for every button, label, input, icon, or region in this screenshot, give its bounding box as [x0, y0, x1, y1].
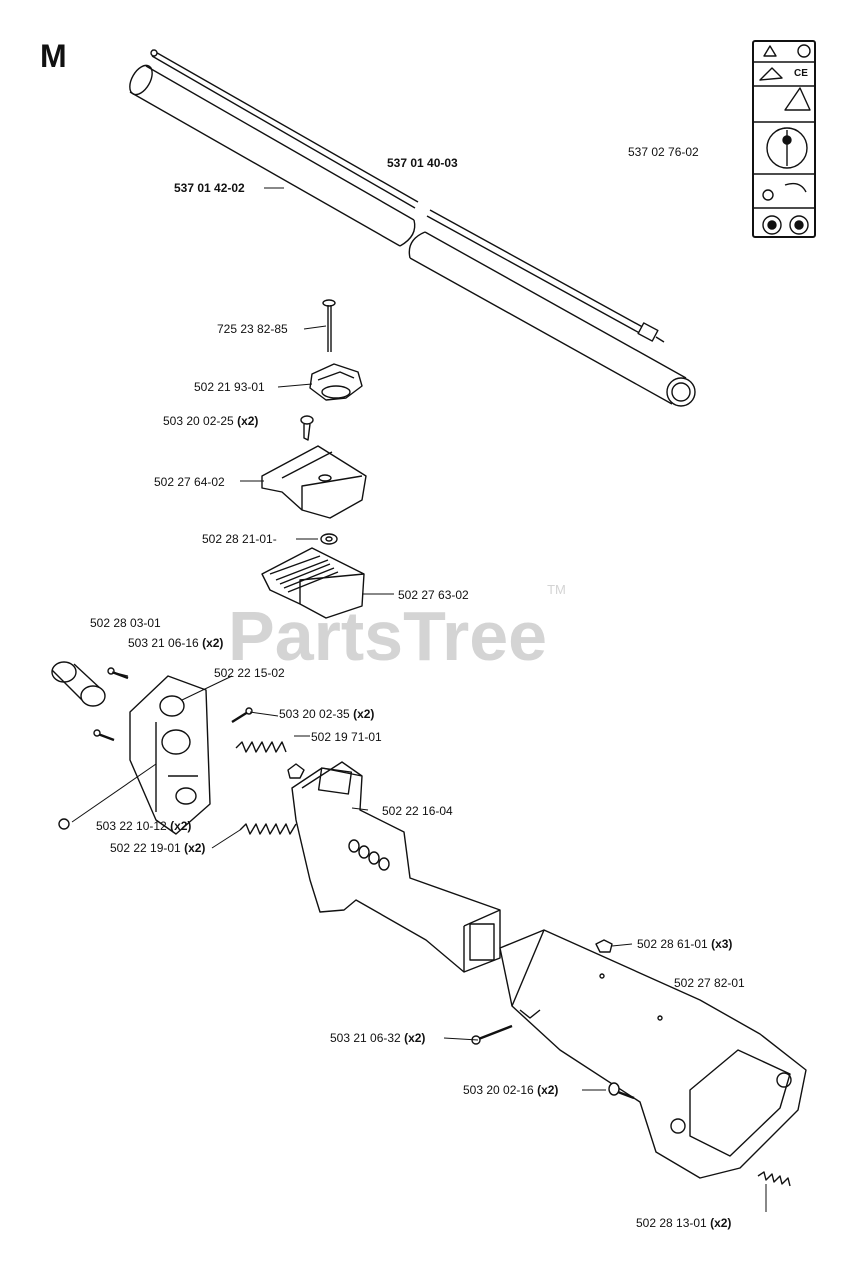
watermark: PartsTreeTM — [228, 582, 566, 676]
shaft-tube-upper — [129, 64, 416, 247]
label-503-21-06-16: 503 21 06-16 (x2) — [128, 636, 224, 650]
label-502-21-93-01: 502 21 93-01 — [194, 380, 265, 394]
label-503-21-06-32: 503 21 06-32 (x2) — [330, 1031, 426, 1045]
label-503-20-02-25: 503 20 02-25 (x2) — [163, 414, 259, 428]
label-502-19-71-01: 502 19 71-01 — [311, 730, 382, 744]
label-502-28-61-01: 502 28 61-01 (x3) — [637, 937, 733, 951]
label-502-22-19-01: 502 22 19-01 (x2) — [110, 841, 206, 855]
label-725-23-82-85: 725 23 82-85 — [217, 322, 288, 336]
clamp-upper — [261, 445, 367, 519]
bracket-screws — [93, 667, 129, 742]
warning-decal — [752, 40, 816, 238]
label-503-20-02-16: 503 20 02-16 (x2) — [463, 1083, 559, 1097]
label-502-28-21-01: 502 28 21-01- — [202, 532, 277, 546]
springs — [235, 741, 297, 835]
label-502-27-64-02: 502 27 64-02 — [154, 475, 225, 489]
label-502-28-13-01: 502 28 13-01 (x2) — [636, 1216, 732, 1230]
ce-mark: CE — [794, 68, 808, 79]
pin — [322, 299, 336, 352]
spacer — [287, 763, 305, 779]
label-503-22-10-12: 503 22 10-12 (x2) — [96, 819, 192, 833]
screw-medium — [231, 707, 253, 724]
leader-lines — [71, 187, 767, 1212]
watermark-trademark: TM — [547, 581, 566, 597]
washer — [320, 533, 338, 545]
spring-small — [757, 1171, 791, 1187]
screw-small — [300, 415, 314, 441]
clamp-lower — [261, 547, 365, 619]
label-502-28-03-01: 502 28 03-01 — [90, 616, 161, 630]
label-502-22-16-04: 502 22 16-04 — [382, 804, 453, 818]
label-502-27-82-01: 502 27 82-01 — [674, 976, 745, 990]
housing-nuts — [595, 939, 613, 953]
drive-shaft — [150, 49, 665, 343]
label-537-01-40-03: 537 01 40-03 — [387, 156, 458, 170]
knob — [309, 363, 363, 401]
screw-short — [608, 1082, 635, 1100]
shaft-tube-lower — [408, 231, 696, 407]
nut — [58, 818, 70, 830]
section-letter: M — [40, 38, 67, 74]
label-502-22-15-02: 502 22 15-02 — [214, 666, 285, 680]
sleeve — [51, 661, 106, 707]
lower-housing — [499, 929, 807, 1179]
watermark-text: PartsTree — [228, 597, 548, 675]
label-503-20-02-35: 503 20 02-35 (x2) — [279, 707, 375, 721]
label-502-27-63-02: 502 27 63-02 — [398, 588, 469, 602]
label-537-02-76-02: 537 02 76-02 — [628, 145, 699, 159]
screw-long — [471, 1024, 513, 1045]
handle-bracket — [129, 675, 211, 835]
handle-housing — [291, 761, 501, 973]
label-537-01-42-02: 537 01 42-02 — [174, 181, 245, 195]
